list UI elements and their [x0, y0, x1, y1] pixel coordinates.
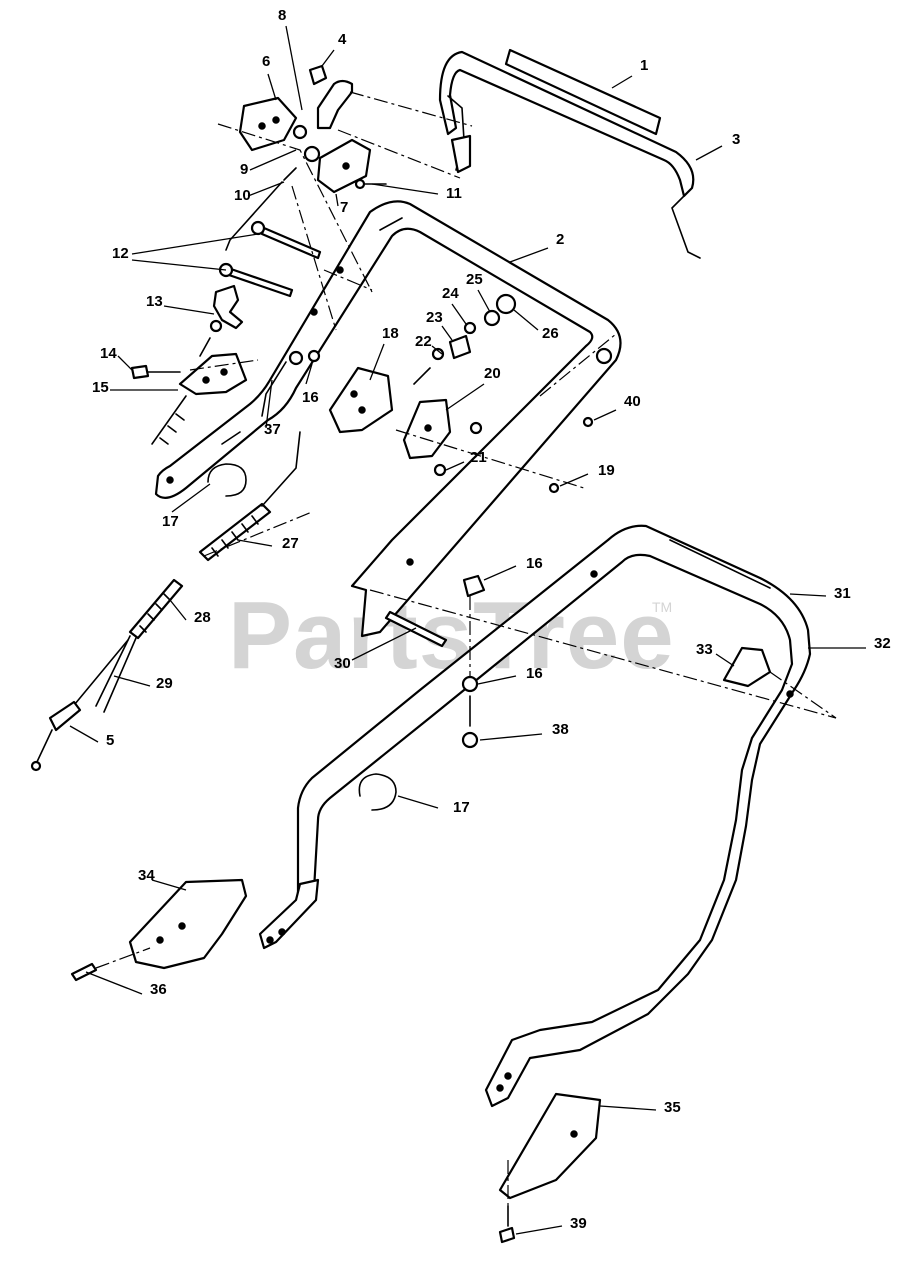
callout-c22: 22 [415, 333, 432, 350]
part-36-bolt [70, 962, 98, 982]
part-16-nut-lower [461, 675, 479, 693]
callout-c37: 37 [264, 421, 281, 438]
callout-c25: 25 [466, 271, 483, 288]
callout-c5: 5 [106, 732, 114, 749]
leader-lines [69, 25, 866, 1235]
upper-handle [154, 200, 622, 638]
callout-c36: 36 [150, 981, 167, 998]
handle-grip [504, 48, 662, 136]
control-bail [438, 50, 701, 259]
callout-c29: 29 [156, 675, 173, 692]
part-27-cable-spring [198, 431, 301, 562]
part-29-cable [69, 635, 137, 713]
callout-c40: 40 [624, 393, 641, 410]
part-40-bolt [582, 416, 594, 428]
part-6-bracket [238, 96, 298, 152]
part-16-nut-upper [288, 349, 321, 366]
part-12-bolts [218, 220, 322, 298]
callout-c24: 24 [442, 285, 459, 302]
part-20-bracket [402, 398, 452, 460]
callout-c9: 9 [240, 161, 248, 178]
callout-c35: 35 [664, 1099, 681, 1116]
callout-c16b: 16 [526, 555, 543, 572]
callout-c34: 34 [138, 867, 155, 884]
part-4-nut [308, 64, 328, 86]
part-34-bracket [128, 878, 248, 970]
callout-c8: 8 [278, 7, 286, 24]
callout-c12: 12 [112, 245, 129, 262]
part-37-cable [261, 361, 287, 417]
callout-c39: 39 [570, 1215, 587, 1232]
part-23-bushing [448, 334, 472, 360]
part-17-clip-lower [358, 773, 397, 811]
callout-c11: 11 [446, 185, 462, 202]
part-24-pin [463, 321, 477, 335]
callout-c30: 30 [334, 655, 351, 672]
callout-c6: 6 [262, 53, 270, 70]
part-22-washer [413, 347, 445, 385]
part-35-bracket [498, 1092, 602, 1200]
part-8-lever [292, 79, 354, 163]
callout-c27: 27 [282, 535, 299, 552]
part-26-knob [495, 293, 517, 315]
part-10-cable-end [225, 167, 297, 251]
part-7-cover [316, 138, 372, 194]
callout-c13: 13 [146, 293, 163, 310]
callout-c17a: 17 [162, 513, 179, 530]
callout-c33: 33 [696, 641, 713, 658]
callout-c16a: 16 [302, 389, 319, 406]
callout-c38: 38 [552, 721, 569, 738]
part-25-washer [483, 309, 501, 327]
callout-c31: 31 [834, 585, 851, 602]
part-21-nut [433, 421, 483, 477]
part-33-bracket [722, 646, 772, 688]
callout-c21: 21 [470, 449, 487, 466]
part-28-cable-spring [128, 578, 184, 640]
spring [151, 395, 187, 445]
watermark-trademark: TM [652, 599, 672, 615]
callout-c1: 1 [640, 57, 648, 74]
callout-c16c: 16 [526, 665, 543, 682]
callout-c23: 23 [426, 309, 443, 326]
callout-c4: 4 [338, 31, 347, 48]
callout-c20: 20 [484, 365, 501, 382]
part-17-clip-upper [207, 463, 247, 497]
callout-c14: 14 [100, 345, 117, 362]
part-15-bracket [178, 352, 248, 396]
part-39-screw [498, 1205, 516, 1244]
callout-c32: 32 [874, 635, 891, 652]
assembly-lines [95, 91, 837, 1206]
callout-c19: 19 [598, 462, 615, 479]
part-16-nut-middle [462, 574, 486, 598]
callout-c17b: 17 [453, 799, 470, 816]
part-30-bolt [384, 610, 448, 648]
lower-handle [258, 524, 812, 1108]
part-13-cam [199, 284, 244, 357]
part-11-screw [354, 178, 387, 190]
callout-c28: 28 [194, 609, 211, 626]
callout-c18: 18 [382, 325, 399, 342]
callout-c3: 3 [732, 131, 740, 148]
part-19-screw [548, 482, 560, 494]
part-14-bolt [130, 364, 181, 380]
part-38-eyebolt [461, 695, 479, 749]
part-18-bracket [328, 366, 394, 434]
callout-c26: 26 [542, 325, 559, 342]
callout-c10: 10 [234, 187, 251, 204]
part-5-cable-fitting [30, 700, 82, 772]
callout-c2: 2 [556, 231, 564, 248]
callout-c15: 15 [92, 379, 109, 396]
callout-c7: 7 [340, 199, 348, 216]
